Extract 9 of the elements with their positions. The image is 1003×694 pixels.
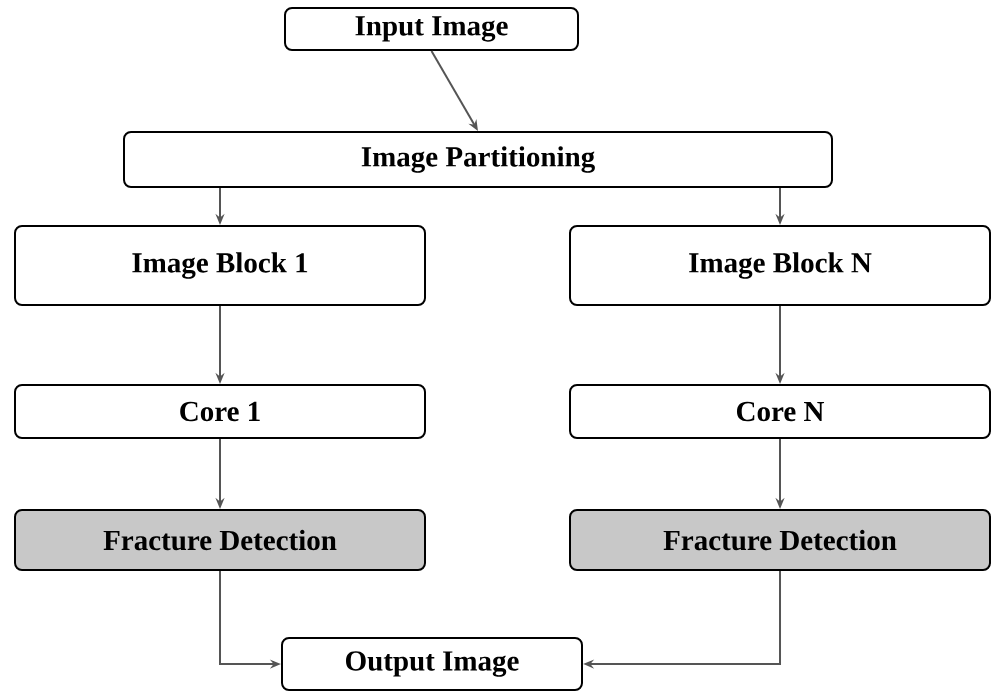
- process-box: Core N: [569, 384, 991, 439]
- shaded-process-box: Fracture Detection: [14, 509, 426, 571]
- process-box: Image Block N: [569, 225, 991, 306]
- process-box: Input Image: [284, 7, 579, 51]
- process-box: Image Partitioning: [123, 131, 833, 188]
- process-box: Core 1: [14, 384, 426, 439]
- process-box: Image Block 1: [14, 225, 426, 306]
- shaded-process-box: Fracture Detection: [569, 509, 991, 571]
- process-box: Output Image: [281, 637, 583, 691]
